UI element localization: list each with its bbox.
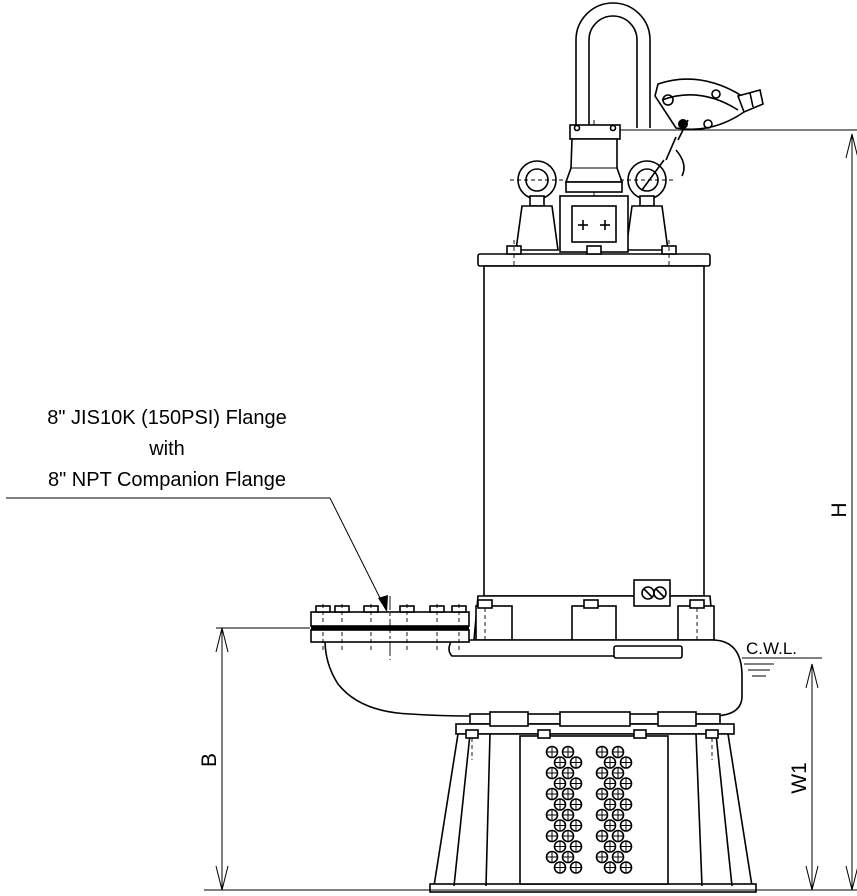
right-eye-bolt [620,160,676,251]
left-eye-bolt [510,160,565,251]
strainer-holes [545,745,633,874]
flange-note-line3: 8" NPT Companion Flange [48,469,286,491]
dimension-w1: W1 [788,663,819,891]
dimension-b: B [198,627,310,891]
pump-casing [324,639,743,717]
cable-entry-housing [559,195,629,253]
lifting-bail [575,2,651,135]
dimension-w1-label: W1 [788,762,811,794]
motor-top-cap [564,124,857,193]
flange-callout: 8" JIS10K (150PSI) Flange with 8" NPT Co… [6,407,388,612]
dimension-h-label: H [828,502,851,517]
motor-frame [483,265,705,597]
discharge-flange [310,596,470,660]
flange-note-line2: with [148,438,185,460]
flange-note-line1: 8" JIS10K (150PSI) Flange [47,407,286,429]
suction-stand [429,711,757,893]
dimension-h: H [828,133,857,891]
dimension-b-label: B [198,753,221,767]
cable-clamp [654,78,764,131]
water-level-marker: C.W.L. [742,639,822,677]
water-level-label: C.W.L. [746,639,797,658]
